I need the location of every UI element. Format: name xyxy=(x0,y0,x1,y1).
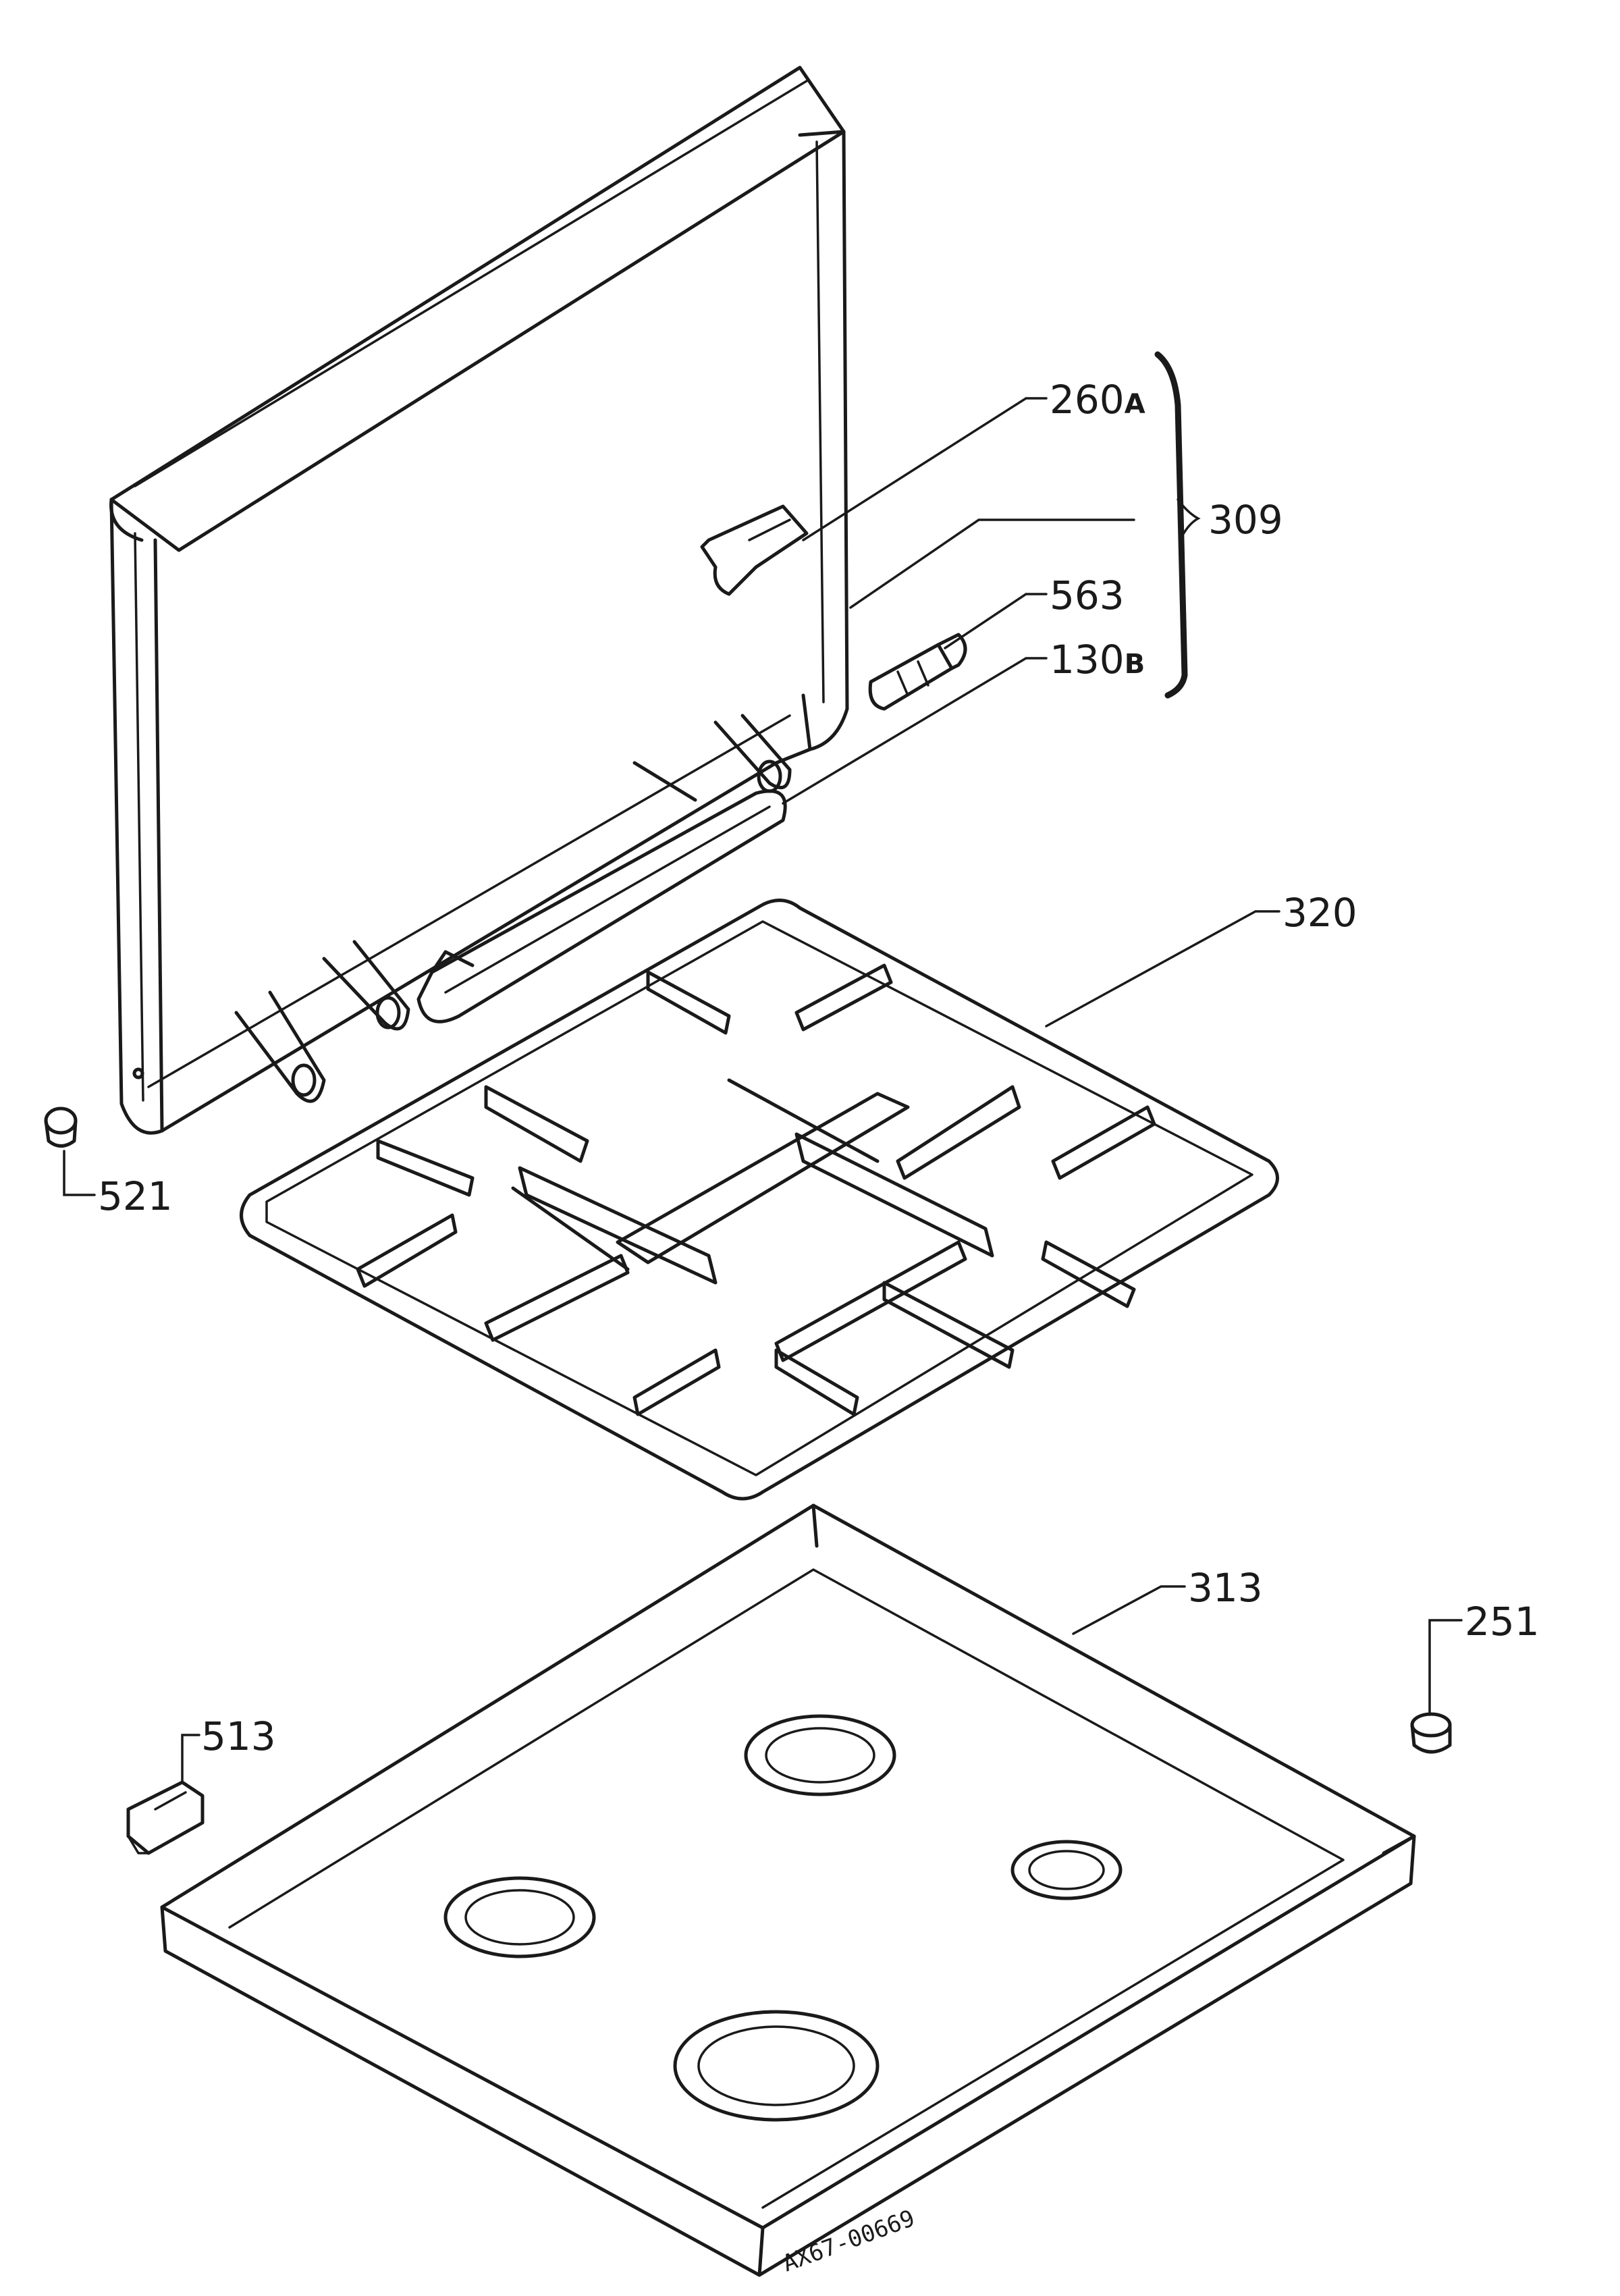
label-320: 320 xyxy=(1282,890,1357,936)
hob-top xyxy=(160,1503,1416,2277)
leader-130b xyxy=(782,657,1048,805)
leader-313 xyxy=(1072,1585,1186,1635)
leader-320 xyxy=(1045,910,1280,1027)
leader-251 xyxy=(1428,1619,1463,1716)
clip-260a xyxy=(700,504,809,596)
pan-support-grid xyxy=(240,899,1279,1501)
foot-251 xyxy=(1410,1712,1452,1754)
leader-309 xyxy=(849,518,1135,609)
label-309: 309 xyxy=(1208,497,1283,543)
drawing-reference: AX67-00669 xyxy=(779,2205,918,2278)
clip-513 xyxy=(126,1780,205,1855)
label-521: 521 xyxy=(98,1173,173,1219)
label-563: 563 xyxy=(1050,572,1125,618)
bracket-309 xyxy=(1154,351,1188,699)
leader-513 xyxy=(181,1734,200,1784)
label-260a: 260A xyxy=(1050,377,1145,423)
leader-563 xyxy=(944,593,1048,649)
pin-563 xyxy=(868,633,967,711)
label-513: 513 xyxy=(201,1713,276,1759)
brace-309 xyxy=(1177,498,1201,541)
leader-521 xyxy=(63,1150,96,1196)
cap-521 xyxy=(44,1106,78,1148)
label-313: 313 xyxy=(1188,1565,1263,1611)
lid-frame xyxy=(109,65,849,1135)
label-130b: 130B xyxy=(1050,637,1145,683)
label-251: 251 xyxy=(1465,1599,1540,1645)
leader-260a xyxy=(802,397,1048,541)
